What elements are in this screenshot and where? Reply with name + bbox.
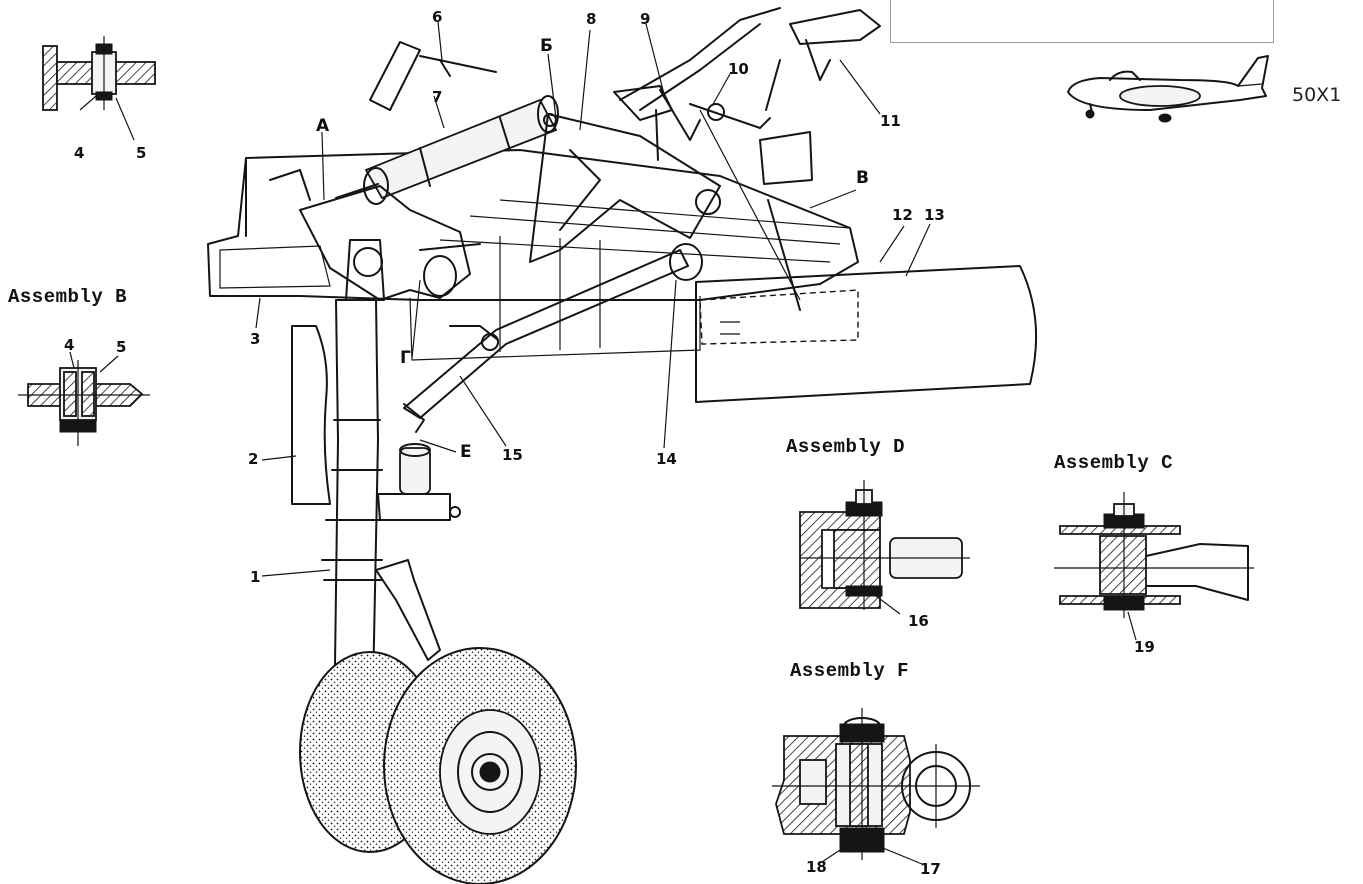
top-left-label-4: 4 [74,144,85,162]
callout-letter-e: E [460,442,472,462]
assembly-b-label-4: 4 [64,336,75,354]
callout-13: 13 [924,206,945,224]
top-left-bolt-detail [42,36,156,141]
callout-7: 7 [432,88,443,106]
callout-3: 3 [250,330,261,348]
wheel-assembly [299,647,577,884]
callout-11: 11 [880,112,901,130]
drag-link [403,243,703,419]
callout-letter-be: Б [540,36,553,56]
callout-14: 14 [656,450,677,468]
assembly-c-title: Assembly C [1054,452,1174,474]
strut-fragment [369,41,497,111]
assembly-b-title: Assembly B [8,286,128,308]
callout-letter-b: B [856,168,869,188]
assembly-c-label-19: 19 [1134,638,1155,656]
assembly-f-title: Assembly F [790,660,910,682]
callout-leaders [255,21,931,577]
hinge-assembly [269,169,481,301]
document-code: 50X1 [1292,84,1342,106]
jet-aircraft-icon [1067,55,1269,123]
callout-6: 6 [432,8,443,26]
top-left-label-5: 5 [136,144,147,162]
retraction-actuator [377,403,461,521]
lock-mechanism [613,85,801,311]
callout-15: 15 [502,446,523,464]
assembly-c-detail [1054,492,1254,641]
callout-9: 9 [640,10,651,28]
blank-header-box [890,0,1274,43]
gear-door [695,265,1038,403]
wing-structure [207,7,881,361]
assembly-d-detail [799,480,970,615]
callout-10: 10 [728,60,749,78]
callout-12: 12 [892,206,913,224]
callout-1: 1 [250,568,261,586]
callout-letter-a: A [316,116,330,136]
callout-letter-ge: Г [400,348,411,368]
assembly-d-label-16: 16 [908,612,929,630]
assembly-b-detail [18,351,150,446]
assembly-f-label-18: 18 [806,858,827,876]
callout-2: 2 [248,450,259,468]
support-bracket [529,113,721,263]
assembly-f-detail [772,708,980,865]
callout-8: 8 [586,10,597,28]
assembly-f-label-17: 17 [920,860,941,878]
actuator-cylinder [335,95,559,205]
assembly-b-label-5: 5 [116,338,127,356]
assembly-d-title: Assembly D [786,436,906,458]
flap-panel [291,325,331,505]
